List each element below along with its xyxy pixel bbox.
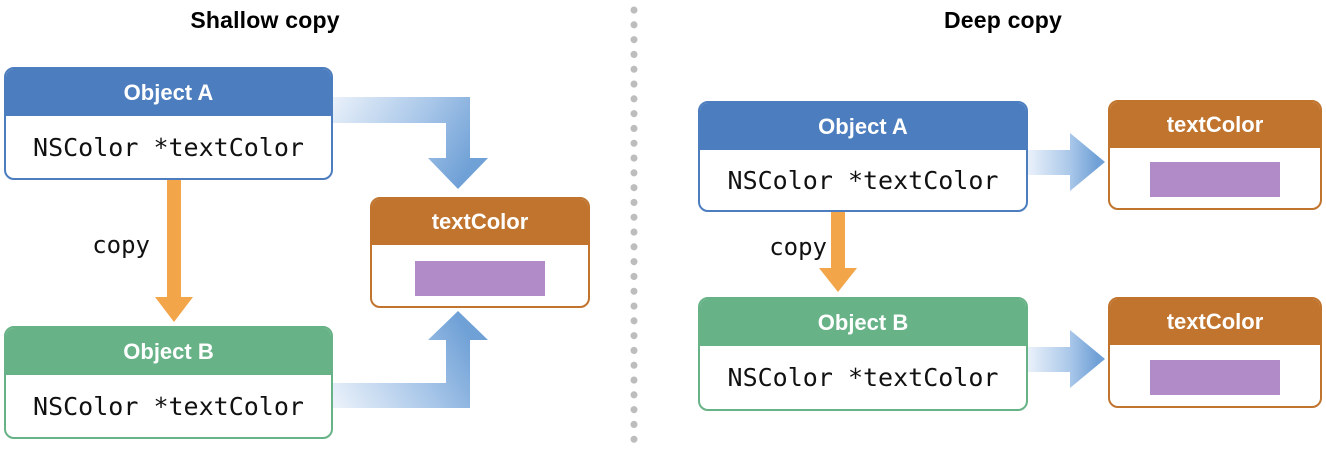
pointer-field: NSColor *textColor: [33, 132, 304, 162]
pointer-field: NSColor *textColor: [727, 165, 999, 195]
copy-label: copy: [769, 233, 827, 261]
textcolor-box: textColor: [1108, 297, 1322, 408]
reference-arrow-icon: [333, 97, 488, 189]
reference-arrow-icon: [1028, 330, 1105, 388]
object-a-header: Object A: [700, 103, 1026, 150]
color-swatch: [1150, 162, 1280, 197]
object-b-box: Object B NSColor *textColor: [698, 297, 1028, 411]
copy-arrow-icon: [819, 211, 857, 292]
textcolor-box: textColor: [1108, 100, 1322, 210]
textcolor-box: textColor: [370, 197, 590, 308]
object-a-box: Object A NSColor *textColor: [4, 67, 333, 180]
object-b-header: Object B: [700, 299, 1026, 346]
object-b-header: Object B: [6, 328, 331, 375]
color-swatch: [1150, 360, 1280, 395]
object-a-box: Object A NSColor *textColor: [698, 101, 1028, 212]
color-swatch: [415, 261, 545, 296]
reference-arrow-icon: [333, 311, 488, 408]
copy-arrow-icon: [155, 180, 193, 322]
object-b-box: Object B NSColor *textColor: [4, 326, 333, 439]
textcolor-header: textColor: [1110, 102, 1320, 148]
deep-copy-title: Deep copy: [943, 7, 1063, 33]
copy-label: copy: [92, 231, 150, 259]
shallow-copy-title: Shallow copy: [190, 7, 340, 33]
reference-arrow-icon: [1028, 133, 1105, 191]
textcolor-header: textColor: [372, 199, 588, 245]
textcolor-header: textColor: [1110, 299, 1320, 345]
pointer-field: NSColor *textColor: [33, 391, 304, 421]
object-a-header: Object A: [6, 69, 331, 116]
pointer-field: NSColor *textColor: [727, 363, 999, 392]
